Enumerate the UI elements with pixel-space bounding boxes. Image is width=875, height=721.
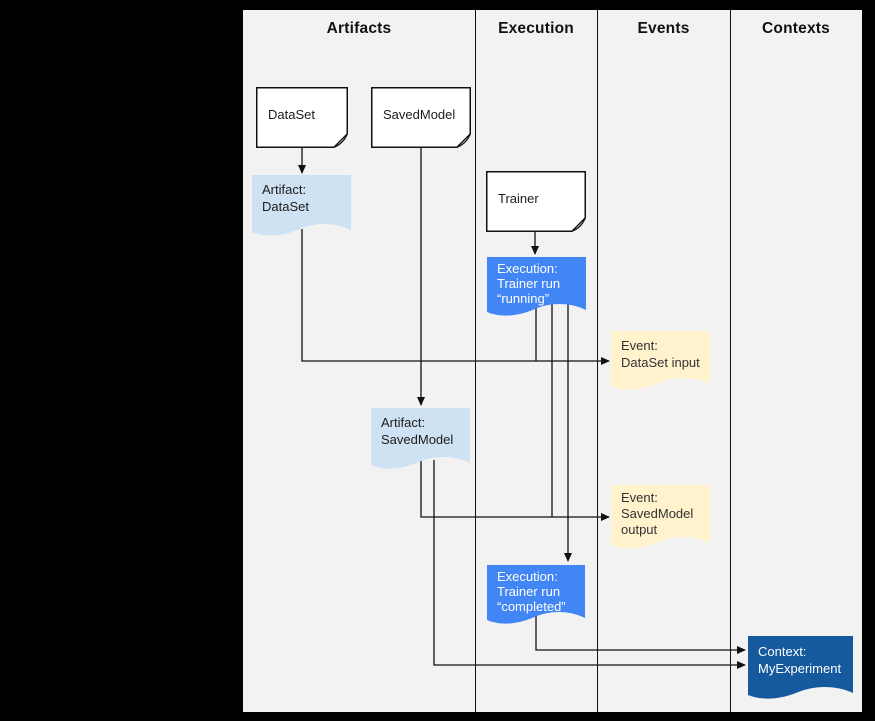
node-event-dataset-input-line2: DataSet input bbox=[621, 355, 700, 370]
node-context-myexperiment: Context: MyExperiment bbox=[748, 636, 853, 700]
connector-lines bbox=[298, 148, 746, 669]
node-context-myexperiment-line2: MyExperiment bbox=[758, 661, 842, 676]
arrow-artifact-dataset-to-event-input bbox=[301, 229, 610, 365]
node-event-savedmodel-output: Event: SavedModel output bbox=[611, 485, 710, 550]
node-savedmodel-label: SavedModel bbox=[383, 107, 456, 122]
column-divider bbox=[730, 10, 731, 712]
node-execution-completed-line1: Execution: bbox=[497, 569, 558, 584]
node-trainer-label: Trainer bbox=[498, 191, 539, 206]
node-execution-completed-line2: Trainer run bbox=[497, 584, 561, 599]
node-execution-completed: Execution: Trainer run “completed” bbox=[487, 565, 585, 625]
node-event-dataset-input-line1: Event: bbox=[621, 338, 658, 353]
node-artifact-savedmodel-line1: Artifact: bbox=[381, 415, 426, 430]
arrow-artifact-savedmodel-to-context bbox=[433, 460, 746, 669]
node-context-myexperiment-line1: Context: bbox=[758, 644, 807, 659]
node-artifact-savedmodel-line2: SavedModel bbox=[381, 432, 454, 447]
node-dataset-label: DataSet bbox=[268, 107, 315, 122]
node-execution-running-line1: Execution: bbox=[497, 261, 558, 276]
node-savedmodel: SavedModel bbox=[371, 87, 471, 148]
arrow-completed-to-context bbox=[535, 615, 746, 654]
node-execution-running-line3: “running” bbox=[497, 291, 550, 306]
column-header-contexts: Contexts bbox=[762, 20, 830, 37]
arrow-artifact-savedmodel-to-event-output bbox=[420, 460, 610, 521]
page-fold-icon bbox=[333, 133, 348, 148]
node-artifact-savedmodel: Artifact: SavedModel bbox=[371, 408, 470, 470]
page-fold-icon bbox=[571, 217, 586, 232]
column-header-artifacts: Artifacts bbox=[326, 20, 392, 37]
node-dataset: DataSet bbox=[256, 87, 348, 148]
node-trainer: Trainer bbox=[486, 171, 586, 232]
node-execution-running: Execution: Trainer run “running” bbox=[487, 257, 586, 317]
column-header-execution: Execution bbox=[498, 20, 574, 37]
node-execution-completed-line3: “completed” bbox=[497, 599, 566, 614]
diagram-canvas: Artifacts Execution Events Contexts Data… bbox=[243, 10, 862, 712]
node-event-savedmodel-output-line2: SavedModel bbox=[621, 506, 694, 521]
column-header-events: Events bbox=[637, 20, 690, 37]
node-artifact-dataset-line2: DataSet bbox=[262, 199, 309, 214]
node-event-savedmodel-output-line1: Event: bbox=[621, 490, 658, 505]
node-event-dataset-input: Event: DataSet input bbox=[611, 331, 710, 391]
node-event-savedmodel-output-line3: output bbox=[621, 522, 658, 537]
page-fold-icon bbox=[456, 133, 471, 148]
node-artifact-dataset: Artifact: DataSet bbox=[252, 175, 351, 237]
node-artifact-dataset-line1: Artifact: bbox=[262, 182, 307, 197]
node-execution-running-line2: Trainer run bbox=[497, 276, 561, 291]
